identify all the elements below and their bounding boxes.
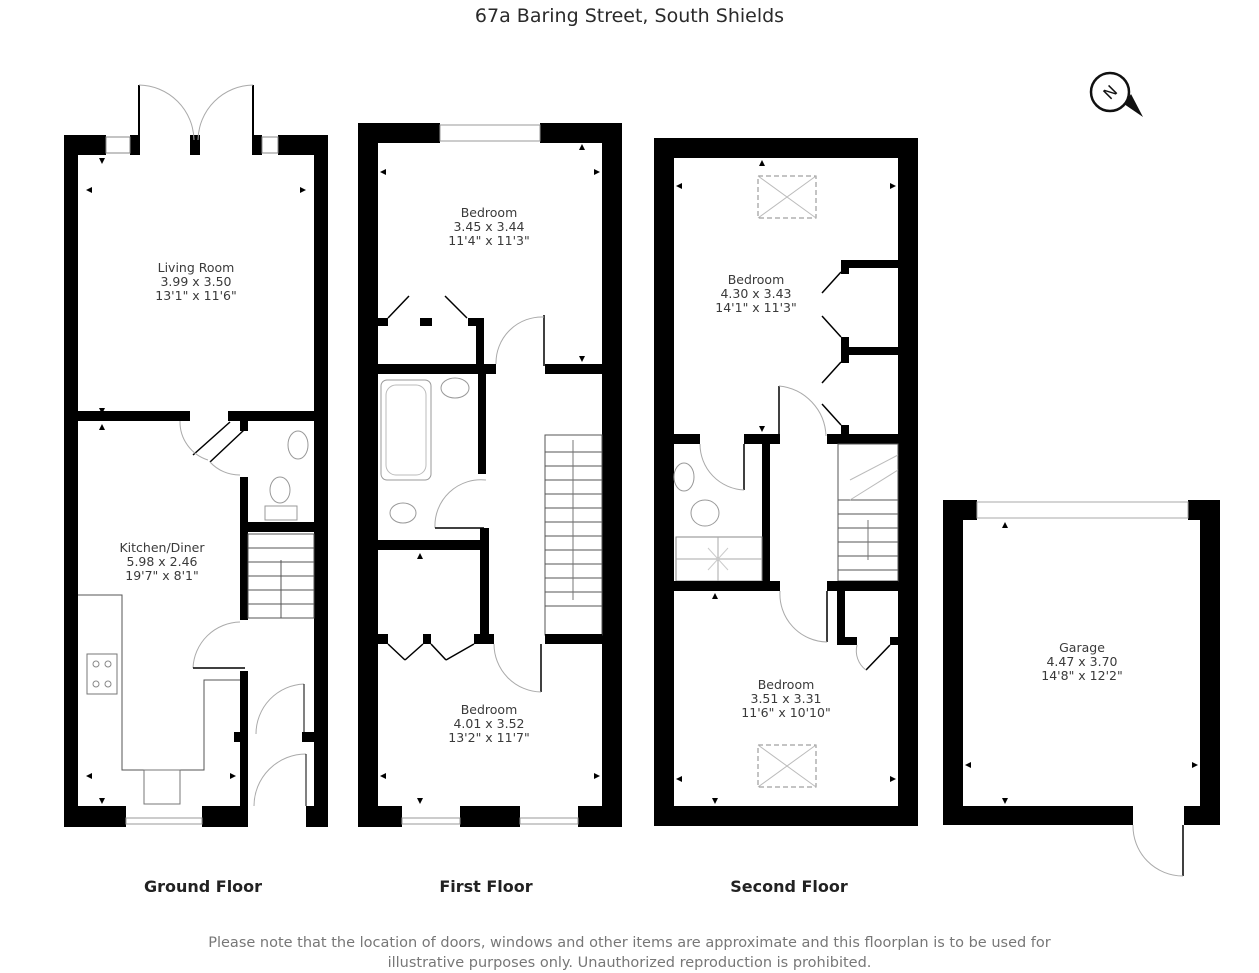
room-label-living-room: Living Room 3.99 x 3.50 13'1" x 11'6": [155, 261, 236, 303]
room-label-garage: Garage 4.47 x 3.70 14'8" x 12'2": [1041, 641, 1122, 683]
first-floor-plan: [358, 123, 622, 827]
room-label-second-floor-bedroom-2: Bedroom 3.51 x 3.31 11'6" x 10'10": [741, 678, 830, 720]
room-metric: 3.99 x 3.50: [160, 274, 232, 289]
room-imperial: 14'1" x 11'3": [715, 300, 797, 315]
garage-plan: [943, 500, 1220, 877]
disclaimer-line-2: illustrative purposes only. Unauthorized…: [387, 955, 872, 971]
room-imperial: 11'4" x 11'3": [448, 233, 530, 248]
room-label-second-floor-bedroom-1: Bedroom 4.30 x 3.43 14'1" x 11'3": [715, 273, 796, 315]
disclaimer-line-1: Please note that the location of doors, …: [208, 935, 1051, 951]
room-metric: 5.98 x 2.46: [126, 554, 198, 569]
disclaimer-note: Please note that the location of doors, …: [0, 933, 1259, 973]
room-label-kitchen-diner: Kitchen/Diner 5.98 x 2.46 19'7" x 8'1": [119, 541, 204, 583]
room-name: Bedroom: [727, 272, 785, 287]
second-floor-plan: [654, 138, 918, 826]
room-imperial: 11'6" x 10'10": [741, 705, 831, 720]
room-name: Bedroom: [460, 205, 518, 220]
floor-name-first: First Floor: [439, 877, 533, 896]
room-imperial: 19'7" x 8'1": [125, 568, 199, 583]
room-imperial: 13'2" x 11'7": [448, 730, 530, 745]
ground-floor-plan: [64, 84, 328, 827]
room-metric: 3.45 x 3.44: [453, 219, 525, 234]
room-name: Kitchen/Diner: [119, 540, 205, 555]
room-metric: 4.30 x 3.43: [720, 286, 792, 301]
room-metric: 3.51 x 3.31: [750, 691, 822, 706]
room-imperial: 13'1" x 11'6": [155, 288, 237, 303]
room-imperial: 14'8" x 12'2": [1041, 668, 1123, 683]
room-name: Bedroom: [757, 677, 815, 692]
room-metric: 4.47 x 3.70: [1046, 654, 1118, 669]
room-name: Living Room: [157, 260, 235, 275]
property-title: 67a Baring Street, South Shields: [474, 5, 785, 27]
room-label-first-floor-bedroom-2: Bedroom 4.01 x 3.52 13'2" x 11'7": [448, 703, 529, 745]
room-label-first-floor-bedroom-1: Bedroom 3.45 x 3.44 11'4" x 11'3": [448, 206, 529, 248]
floor-name-ground: Ground Floor: [143, 877, 263, 896]
room-name: Bedroom: [460, 702, 518, 717]
north-compass-icon: N: [1089, 71, 1143, 117]
room-name: Garage: [1059, 640, 1105, 655]
floor-name-second: Second Floor: [730, 877, 848, 896]
room-metric: 4.01 x 3.52: [453, 716, 525, 731]
